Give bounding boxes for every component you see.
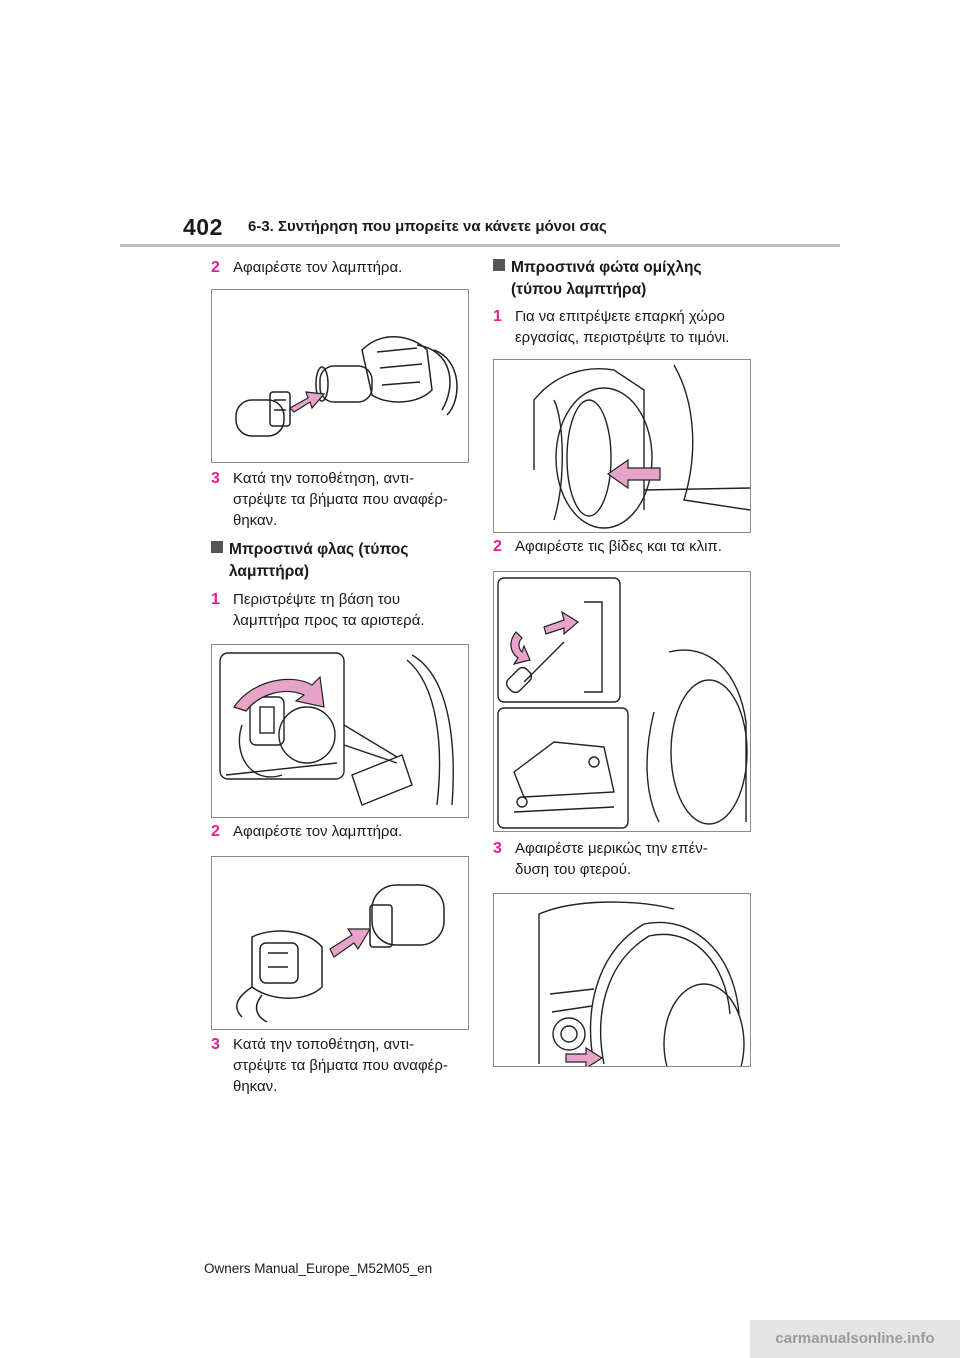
- figure-bulb-removal-top: [211, 289, 469, 463]
- figure-fender-liner: [493, 893, 751, 1067]
- step-3-reinstall-top: 3 Κατά την τοποθέτηση, αντι-στρέψτε τα βή…: [211, 468, 448, 531]
- step-3-reinstall: 3 Κατά την τοποθέτηση, αντι-στρέψτε τα βή…: [211, 1034, 448, 1097]
- heading-line: Μπροστινά φλας (τύπος: [229, 541, 409, 558]
- heading-line: λαμπτήρα): [229, 563, 309, 580]
- step-2-remove-bulb: 2 Αφαιρέστε τον λαμπτήρα.: [211, 821, 402, 842]
- step-number: 1: [493, 308, 502, 325]
- heading-line: Μπροστινά φώτα ομίχλης: [511, 259, 702, 276]
- insert-arrow: [329, 928, 372, 958]
- step-3-remove-fender-liner: 3 Αφαιρέστε μερικώς την επέν-δυση του φτε…: [493, 838, 708, 880]
- bulb-pull-illustration: [236, 884, 445, 1023]
- step-2-remove-screws: 2 Αφαιρέστε τις βίδες και τα κλιπ.: [493, 536, 722, 557]
- step-text-line: εργασίας, περιστρέψτε το τιμόνι.: [515, 329, 730, 346]
- section-square-icon: [211, 541, 223, 553]
- pull-arrow: [543, 610, 580, 636]
- step-text-line: δυση του φτερού.: [515, 861, 632, 878]
- turn-signal-heading: Μπροστινά φλας (τύπος λαμπτήρα): [211, 539, 408, 583]
- rotate-arrow: [510, 631, 531, 665]
- rotate-arrow: [233, 675, 325, 712]
- screws-clips-illustration: [497, 577, 748, 829]
- section-title: 6-3. Συντήρηση που μπορείτε να κάνετε μό…: [248, 218, 607, 235]
- step-text-line: στρέψτε τα βήματα που αναφέρ-: [233, 491, 448, 508]
- bulb-removal-illustration: [235, 336, 458, 437]
- step-text-line: θηκαν.: [233, 1078, 278, 1095]
- step-text-line: Αφαιρέστε μερικώς την επέν-: [515, 840, 708, 857]
- heading-line: (τύπου λαμπτήρα): [511, 281, 647, 298]
- step-number: 3: [211, 1036, 220, 1053]
- step-number: 2: [211, 259, 220, 276]
- figure-bulb-pull-out: [211, 856, 469, 1030]
- figure-screws-clips: [493, 571, 751, 832]
- header-divider: [120, 244, 840, 247]
- step-text-line: θηκαν.: [233, 512, 278, 529]
- step-number: 3: [493, 840, 502, 857]
- footer-manual-id: Owners Manual_Europe_M52M05_en: [204, 1261, 433, 1276]
- step-2-remove-bulb-top: 2 Αφαιρέστε τον λαμπτήρα.: [211, 257, 402, 278]
- step-text-line: Για να επιτρέψετε επαρκή χώρο: [515, 308, 725, 325]
- wheel-turn-illustration: [533, 364, 750, 529]
- figure-rotate-bulb-base: [211, 644, 469, 818]
- step-text-line: λαμπτήρα προς τα αριστερά.: [233, 612, 425, 629]
- step-text-line: στρέψτε τα βήματα που αναφέρ-: [233, 1057, 448, 1074]
- step-1-rotate-base: 1 Περιστρέψτε τη βάση του λαμπτήρα προς τα…: [211, 589, 425, 631]
- step-text: Αφαιρέστε τον λαμπτήρα.: [233, 823, 403, 840]
- step-number: 3: [211, 470, 220, 487]
- step-text-line: Κατά την τοποθέτηση, αντι-: [233, 470, 414, 487]
- turn-arrow: [606, 458, 661, 490]
- fender-liner-illustration: [538, 901, 745, 1066]
- slide-arrow: [565, 1046, 604, 1066]
- fog-light-heading: Μπροστινά φώτα ομίχλης (τύπου λαμπτήρα): [493, 257, 702, 301]
- page-number: 402: [183, 214, 223, 240]
- figure-turn-wheel: [493, 359, 751, 533]
- step-text: Αφαιρέστε τον λαμπτήρα.: [233, 259, 403, 276]
- step-text: Αφαιρέστε τις βίδες και τα κλιπ.: [515, 538, 722, 555]
- section-square-icon: [493, 259, 505, 271]
- step-number: 2: [211, 823, 220, 840]
- step-1-turn-steering: 1 Για να επιτρέψετε επαρκή χώρο εργασίας, …: [493, 306, 729, 348]
- step-text-line: Περιστρέψτε τη βάση του: [233, 591, 401, 608]
- pull-arrow: [289, 391, 326, 413]
- step-text-line: Κατά την τοποθέτηση, αντι-: [233, 1036, 414, 1053]
- watermark[interactable]: carmanualsonline.info: [750, 1320, 960, 1358]
- step-number: 2: [493, 538, 502, 555]
- rotate-base-illustration: [219, 652, 454, 806]
- step-number: 1: [211, 591, 220, 608]
